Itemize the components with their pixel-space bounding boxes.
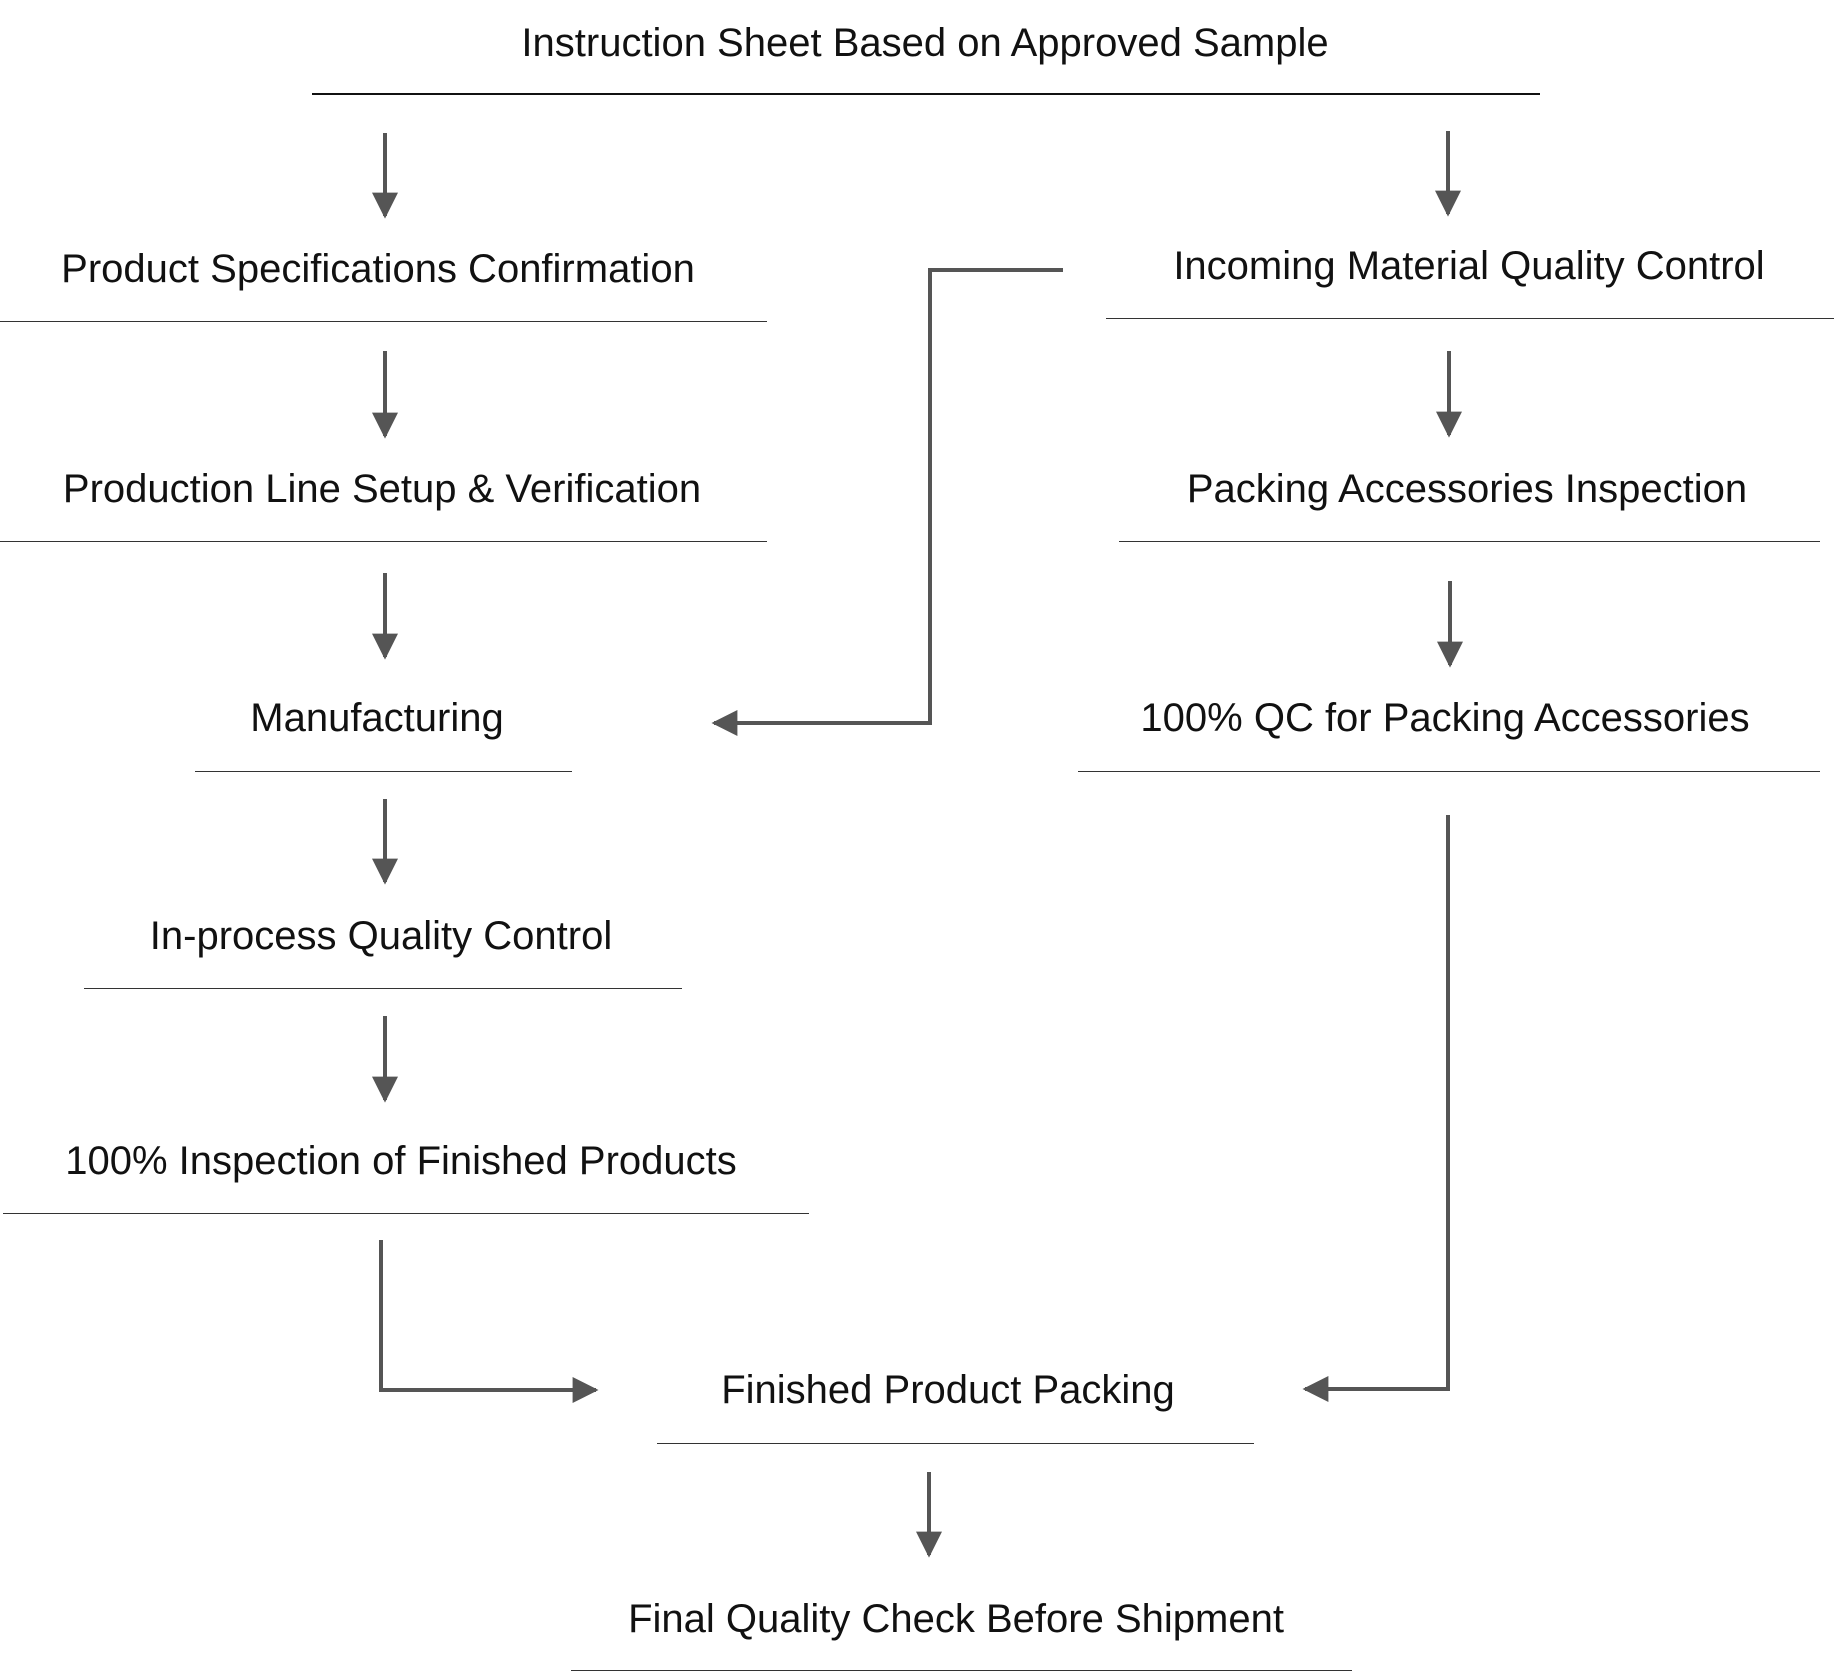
node-label: Instruction Sheet Based on Approved Samp…	[521, 21, 1329, 65]
node-underline	[1119, 541, 1820, 542]
node-label: Production Line Setup & Verification	[62, 467, 702, 511]
node-label: Finished Product Packing	[721, 1368, 1175, 1412]
node-underline	[84, 988, 682, 989]
node-label: 100% QC for Packing Accessories	[1140, 696, 1750, 740]
arrow-qc-packing-accessories-to-finished-product-packing	[1302, 815, 1450, 1402]
node-label: In-process Quality Control	[149, 914, 613, 958]
node-underline	[1078, 771, 1820, 772]
node-label: Final Quality Check Before Shipment	[628, 1597, 1284, 1641]
arrow-inspection-finished-products-to-finished-product-packing	[379, 1240, 599, 1403]
node-label: 100% Inspection of Finished Products	[65, 1139, 737, 1183]
node-label: Manufacturing	[250, 696, 504, 740]
node-label: Product Specifications Confirmation	[61, 247, 695, 291]
node-underline	[312, 93, 1540, 95]
node-underline	[0, 541, 767, 542]
node-label: Incoming Material Quality Control	[1173, 244, 1765, 288]
node-underline	[1106, 318, 1834, 319]
arrow-incoming-material-qc-to-manufacturing	[711, 268, 1063, 736]
node-underline	[3, 1213, 809, 1214]
node-underline	[657, 1443, 1254, 1444]
node-underline	[195, 771, 572, 772]
node-label: Packing Accessories Inspection	[1186, 467, 1748, 511]
node-underline	[0, 321, 767, 322]
